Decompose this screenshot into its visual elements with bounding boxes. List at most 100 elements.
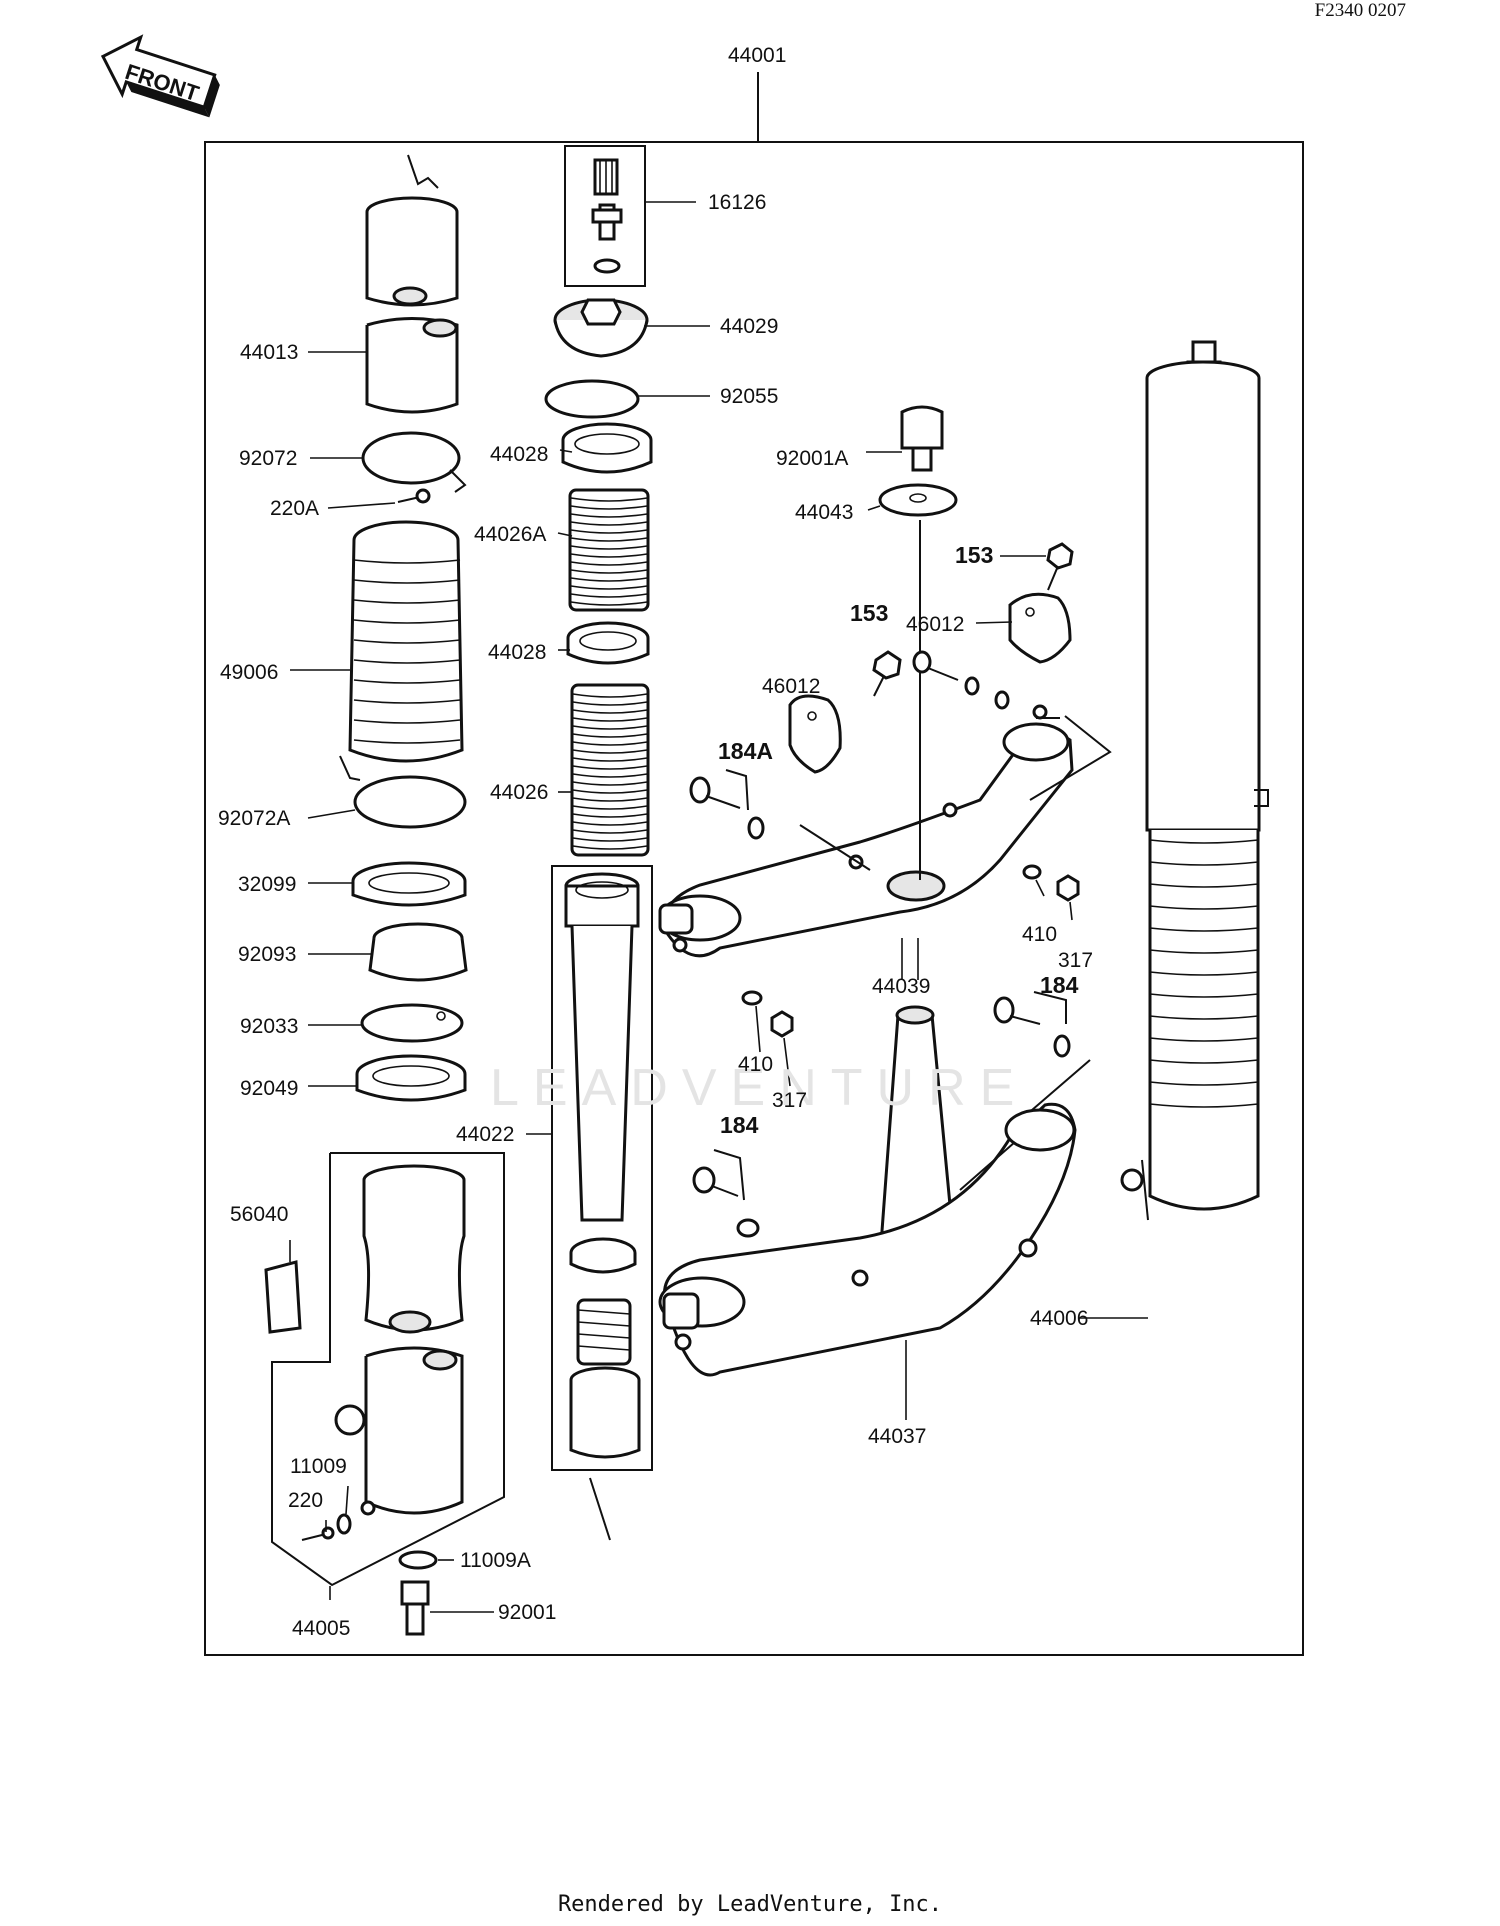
boot-rib-line <box>353 599 461 604</box>
part-label-317-right[interactable]: 317 <box>1058 949 1094 972</box>
spring-coil-upper <box>570 497 648 606</box>
washer-11009 <box>336 1513 352 1535</box>
part-label-220a[interactable]: 220A <box>270 497 320 520</box>
spring-coil-lower-line <box>572 789 648 794</box>
fork-boot-rib-line <box>1149 1103 1259 1108</box>
part-label-32099[interactable]: 32099 <box>238 873 297 896</box>
spring-coil-upper-line <box>570 569 648 574</box>
part-label-92072[interactable]: 92072 <box>239 447 298 470</box>
subassembly-box-44022 <box>551 865 653 1471</box>
spring-coil-lower-line <box>572 701 648 706</box>
part-label-16126[interactable]: 16126 <box>708 191 767 214</box>
label-plate-56040 <box>264 1260 302 1334</box>
part-label-11009a[interactable]: 11009A <box>460 1549 531 1572</box>
spring-coil-upper-line <box>570 577 648 582</box>
lower-bracket-stem-part <box>658 1005 1077 1377</box>
screw-220 <box>301 1526 335 1541</box>
part-label-92033[interactable]: 92033 <box>240 1015 299 1038</box>
fork-boot-rib-line <box>1149 1059 1259 1064</box>
part-label-153-lower[interactable]: 153 <box>850 600 889 626</box>
spring-coil-lower-line <box>572 717 648 722</box>
fork-cap-bolt-part <box>553 298 649 358</box>
fork-boot-part <box>348 520 464 763</box>
valve-cap-part <box>591 158 623 274</box>
nut-317-right <box>1056 874 1080 902</box>
part-label-44028-upper[interactable]: 44028 <box>490 443 549 466</box>
part-label-44022[interactable]: 44022 <box>456 1123 515 1146</box>
fork-boot-rib-line <box>1149 971 1259 976</box>
part-label-92001a[interactable]: 92001A <box>776 447 849 470</box>
washer-11009a <box>398 1550 438 1570</box>
fork-boot-rib-line <box>1149 927 1259 932</box>
bolt-184a <box>689 776 765 840</box>
subassembly-box-16126 <box>564 145 646 287</box>
spring-coil-upper-line <box>570 529 648 534</box>
part-label-92001[interactable]: 92001 <box>498 1601 557 1624</box>
part-label-44037[interactable]: 44037 <box>868 1425 927 1448</box>
part-label-92055[interactable]: 92055 <box>720 385 779 408</box>
part-label-44001[interactable]: 44001 <box>728 44 787 67</box>
part-label-44013[interactable]: 44013 <box>240 341 299 364</box>
part-label-184-right[interactable]: 184 <box>1040 972 1079 998</box>
washer-410-right <box>1022 864 1042 880</box>
boot-rib-line <box>353 699 461 704</box>
spring-coil-lower-line <box>572 741 648 746</box>
part-label-92049[interactable]: 92049 <box>240 1077 299 1100</box>
boot-rib <box>353 559 461 744</box>
spring-coil-upper-line <box>570 601 648 606</box>
part-label-153-upper[interactable]: 153 <box>955 542 994 568</box>
spring-coil-lower-line <box>572 693 648 698</box>
part-label-56040[interactable]: 56040 <box>230 1203 289 1226</box>
part-label-92072a[interactable]: 92072A <box>218 807 291 830</box>
part-label-46012-left[interactable]: 46012 <box>762 675 821 698</box>
spring-coil-upper-line <box>570 553 648 558</box>
boot-rib-line <box>353 659 461 664</box>
part-label-317-middle[interactable]: 317 <box>772 1089 808 1112</box>
spring-coil-upper-line <box>570 497 648 502</box>
spring-coil-upper-line <box>570 521 648 526</box>
part-label-184-lower[interactable]: 184 <box>720 1112 759 1138</box>
fork-boot-rib-line <box>1149 993 1259 998</box>
part-label-44006[interactable]: 44006 <box>1030 1307 1089 1330</box>
part-label-410-middle[interactable]: 410 <box>738 1053 774 1076</box>
spring-coil-lower <box>572 693 648 850</box>
bolt-153-left <box>872 650 902 697</box>
assembly-frame <box>204 141 1304 1656</box>
boot-rib-line <box>353 619 461 624</box>
part-label-44026[interactable]: 44026 <box>490 781 549 804</box>
bolt-92001 <box>400 1580 430 1636</box>
spring-coil-upper-line <box>570 505 648 510</box>
part-label-11009[interactable]: 11009 <box>290 1455 347 1478</box>
spring-coil-upper-line <box>570 585 648 590</box>
part-label-49006[interactable]: 49006 <box>220 661 279 684</box>
part-label-44005[interactable]: 44005 <box>292 1617 351 1640</box>
spacer-part-upper <box>561 422 653 474</box>
washer-410-middle <box>741 990 763 1006</box>
part-label-44029[interactable]: 44029 <box>720 315 779 338</box>
spring-coil-lower-line <box>572 725 648 730</box>
nut-317-middle <box>770 1010 794 1038</box>
part-label-44028-lower[interactable]: 44028 <box>488 641 547 664</box>
bolt-184-right <box>993 996 1071 1058</box>
fork-boot-rib <box>1149 839 1259 1108</box>
spring-coil-upper-line <box>570 593 648 598</box>
boot-rib-line <box>353 679 461 684</box>
spring-coil-upper-line <box>570 561 648 566</box>
part-label-46012-right[interactable]: 46012 <box>906 613 965 636</box>
leader-lines <box>289 201 1148 1613</box>
part-label-44026a[interactable]: 44026A <box>474 523 547 546</box>
fork-boot-rib-line <box>1149 1015 1259 1020</box>
part-label-44039[interactable]: 44039 <box>872 975 931 998</box>
fork-boot-rib-line <box>1149 883 1259 888</box>
fork-boot-rib-line <box>1149 839 1259 844</box>
piston-ring-part <box>569 1237 637 1274</box>
part-label-220[interactable]: 220 <box>288 1489 324 1512</box>
part-label-410-right[interactable]: 410 <box>1022 923 1058 946</box>
spring-coil-lower-line <box>572 773 648 778</box>
part-label-44043[interactable]: 44043 <box>795 501 854 524</box>
outer-tube-part <box>334 1164 466 1516</box>
part-label-92093[interactable]: 92093 <box>238 943 297 966</box>
inner-tube-part <box>564 872 640 1222</box>
part-label-184a[interactable]: 184A <box>718 738 773 764</box>
